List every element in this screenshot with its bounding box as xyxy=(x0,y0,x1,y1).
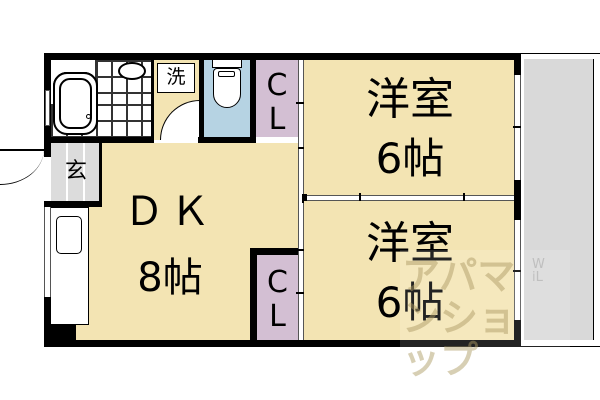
window-tick xyxy=(513,126,521,128)
door-tick xyxy=(296,249,304,251)
entrance-wall-bottom xyxy=(44,201,102,207)
right-wall-top xyxy=(514,53,521,75)
washroom-wall-bottom xyxy=(198,137,256,143)
closet-lower-wall-left xyxy=(250,248,257,340)
middle-wall-stub xyxy=(302,194,307,203)
western-room-1-size: 6帖 xyxy=(375,134,445,183)
kitchen-counter xyxy=(51,207,89,325)
entrance-wall-right xyxy=(99,143,102,205)
sliding-door-lower-left[interactable] xyxy=(298,200,304,340)
door-tick xyxy=(296,147,304,149)
western-room-2-name: 洋室 xyxy=(366,218,454,269)
outer-wall-top xyxy=(44,53,524,60)
balcony-window-upper[interactable] xyxy=(514,75,521,180)
washer-label: 洗 xyxy=(166,66,186,88)
watermark-text: アパマンショップ xyxy=(402,254,517,382)
balcony xyxy=(521,53,600,347)
kitchen-wall-bottom-left xyxy=(44,297,51,347)
entrance: 玄 xyxy=(51,143,101,205)
closet-upper: C L xyxy=(256,60,298,137)
closet-upper-wall-left xyxy=(250,60,256,143)
entrance-label: 玄 xyxy=(64,159,87,184)
bathroom-wall-right xyxy=(151,60,154,140)
right-wall-mid xyxy=(514,180,521,220)
sliding-door-upper-left[interactable] xyxy=(298,60,304,200)
outer-wall-bottom xyxy=(44,340,524,347)
closet-lower-wall xyxy=(250,248,300,255)
kitchen-corner xyxy=(51,325,76,340)
dk-size-label: 8帖 xyxy=(137,255,203,301)
sink-icon xyxy=(56,216,82,254)
sliding-door-middle[interactable] xyxy=(304,195,514,201)
closet-lower-c: C xyxy=(267,265,288,300)
western-room-2 xyxy=(304,201,514,340)
entrance-door[interactable] xyxy=(0,149,44,185)
door-tick xyxy=(296,292,304,294)
toilet-wall-left xyxy=(199,60,204,140)
watermark: アパマンショップ WiL xyxy=(400,250,570,381)
western-room-1 xyxy=(304,60,514,195)
dk-label: ＤＫ xyxy=(124,189,216,235)
toilet-tank-icon xyxy=(212,60,242,68)
entrance-wall-left xyxy=(44,143,51,153)
bathroom-wall-bottom xyxy=(44,137,154,143)
closet-upper-c: C xyxy=(266,68,288,103)
western-room-1-name: 洋室 xyxy=(366,74,454,125)
washbasin-icon xyxy=(118,62,146,80)
closet-lower: C L xyxy=(257,255,298,340)
drain-icon xyxy=(86,114,91,119)
western-room-2-size: 6帖 xyxy=(375,278,445,327)
watermark-small: WiL xyxy=(532,257,545,285)
washer-box: 洗 xyxy=(157,63,195,93)
kitchen-window[interactable] xyxy=(44,207,51,297)
balcony-floor xyxy=(524,59,594,340)
bathtub xyxy=(53,72,98,135)
closet-lower-l: L xyxy=(269,299,286,334)
toilet-bowl-icon xyxy=(213,68,241,108)
closet-upper-l: L xyxy=(268,102,286,137)
window-tick xyxy=(513,270,521,272)
door-tick xyxy=(463,193,465,201)
door-tick xyxy=(296,102,304,104)
right-wall-bottom xyxy=(514,320,521,347)
bathroom-window xyxy=(45,90,50,126)
door-tick xyxy=(359,193,361,201)
